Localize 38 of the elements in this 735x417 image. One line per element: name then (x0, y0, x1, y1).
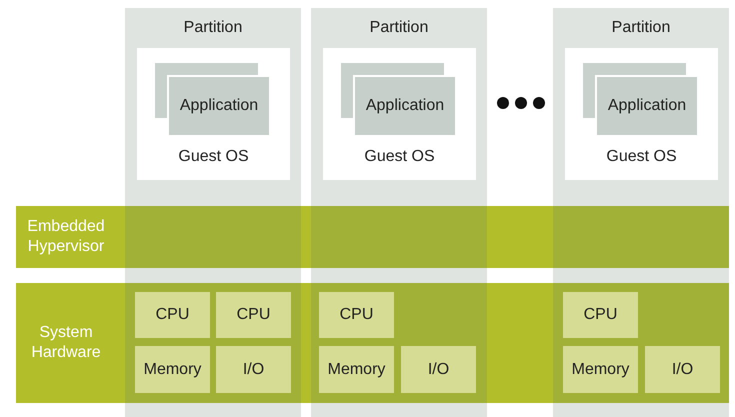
application-card-stack (155, 63, 271, 137)
os-box (323, 48, 476, 180)
component-box (401, 346, 476, 393)
os-label: Guest OS (605, 148, 678, 166)
component-label: Memory (326, 360, 386, 378)
component-box (216, 292, 291, 338)
component-box (135, 292, 210, 338)
component-label: CPU (338, 306, 374, 324)
partition-label: Partition (610, 19, 672, 37)
component-box (216, 346, 291, 393)
component-box (135, 346, 210, 393)
component-label: I/O (426, 360, 450, 378)
os-box (137, 48, 290, 180)
partition-label: Partition (368, 19, 430, 37)
component-label: I/O (670, 360, 694, 378)
component-box (319, 346, 394, 393)
layer-label: Embedded Hypervisor (26, 217, 106, 257)
application-card-stack (341, 63, 457, 137)
component-label: Memory (142, 360, 202, 378)
os-box (565, 48, 718, 180)
application-label: Application (178, 97, 260, 115)
component-box (645, 346, 720, 393)
os-label: Guest OS (363, 148, 436, 166)
layer-band (16, 206, 729, 268)
component-label: CPU (582, 306, 618, 324)
application-label: Application (364, 97, 446, 115)
component-label: Memory (570, 360, 630, 378)
component-box (563, 346, 638, 393)
application-card-stack (583, 63, 699, 137)
component-label: I/O (242, 360, 266, 378)
component-box (319, 292, 394, 338)
component-box (563, 292, 638, 338)
layer-label: System Hardware (30, 323, 102, 363)
component-label: CPU (236, 306, 272, 324)
partition-label: Partition (182, 19, 244, 37)
os-label: Guest OS (177, 148, 250, 166)
application-label: Application (606, 97, 688, 115)
component-label: CPU (154, 306, 190, 324)
